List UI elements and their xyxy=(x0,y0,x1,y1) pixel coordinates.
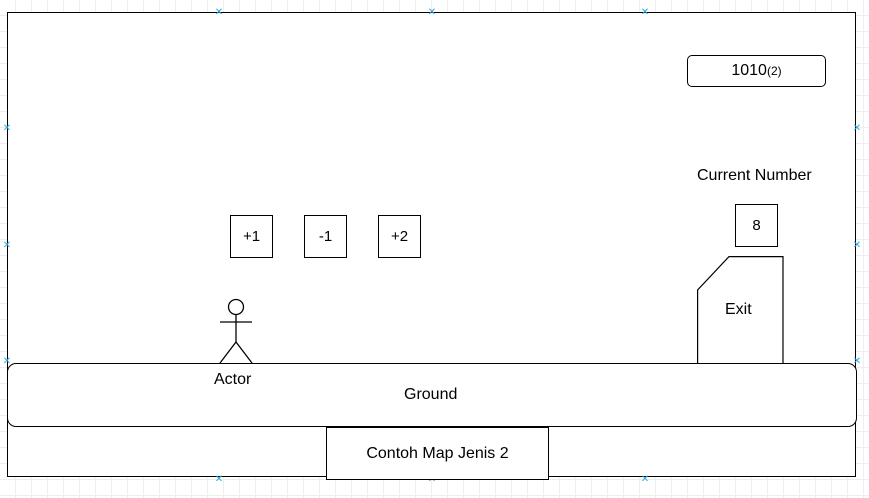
selection-handle-icon[interactable]: ✕ xyxy=(852,123,862,134)
current-number-label: Current Number xyxy=(697,167,812,184)
ground-label: Ground xyxy=(404,386,458,403)
current-number-box[interactable]: 8 xyxy=(735,204,778,247)
operation-block-minus-1[interactable]: -1 xyxy=(304,215,347,258)
exit-door[interactable] xyxy=(697,256,785,364)
selection-handle-icon[interactable]: ✕ xyxy=(852,356,862,367)
operation-block-label: -1 xyxy=(318,228,333,245)
selection-handle-icon[interactable]: ✕ xyxy=(2,356,12,367)
selection-handle-icon[interactable]: ✕ xyxy=(640,7,650,18)
selection-handle-icon[interactable]: ✕ xyxy=(640,474,650,485)
selection-handle-icon[interactable]: ✕ xyxy=(214,7,224,18)
selection-handle-icon[interactable]: ✕ xyxy=(852,240,862,251)
selection-handle-icon[interactable]: ✕ xyxy=(214,474,224,485)
binary-target-box[interactable]: 1010(2) xyxy=(687,55,826,87)
current-number-value: 8 xyxy=(752,217,761,234)
exit-label: Exit xyxy=(725,301,752,318)
binary-target-value: 1010 xyxy=(731,62,767,79)
actor-label: Actor xyxy=(214,371,252,388)
map-title-label: Contoh Map Jenis 2 xyxy=(366,444,509,462)
operation-block-label: +1 xyxy=(242,228,261,245)
ground-platform[interactable] xyxy=(7,363,857,427)
operation-block-plus-1[interactable]: +1 xyxy=(230,215,273,258)
binary-target-base: (2) xyxy=(766,64,782,78)
actor-stick-figure-icon[interactable] xyxy=(216,298,256,364)
operation-block-plus-2[interactable]: +2 xyxy=(378,215,421,258)
operation-block-label: +2 xyxy=(390,228,409,245)
selection-handle-icon[interactable]: ✕ xyxy=(2,123,12,134)
selection-handle-icon[interactable]: ✕ xyxy=(2,240,12,251)
map-title-box[interactable]: Contoh Map Jenis 2 xyxy=(326,427,549,480)
selection-handle-icon[interactable]: ✕ xyxy=(427,7,437,18)
